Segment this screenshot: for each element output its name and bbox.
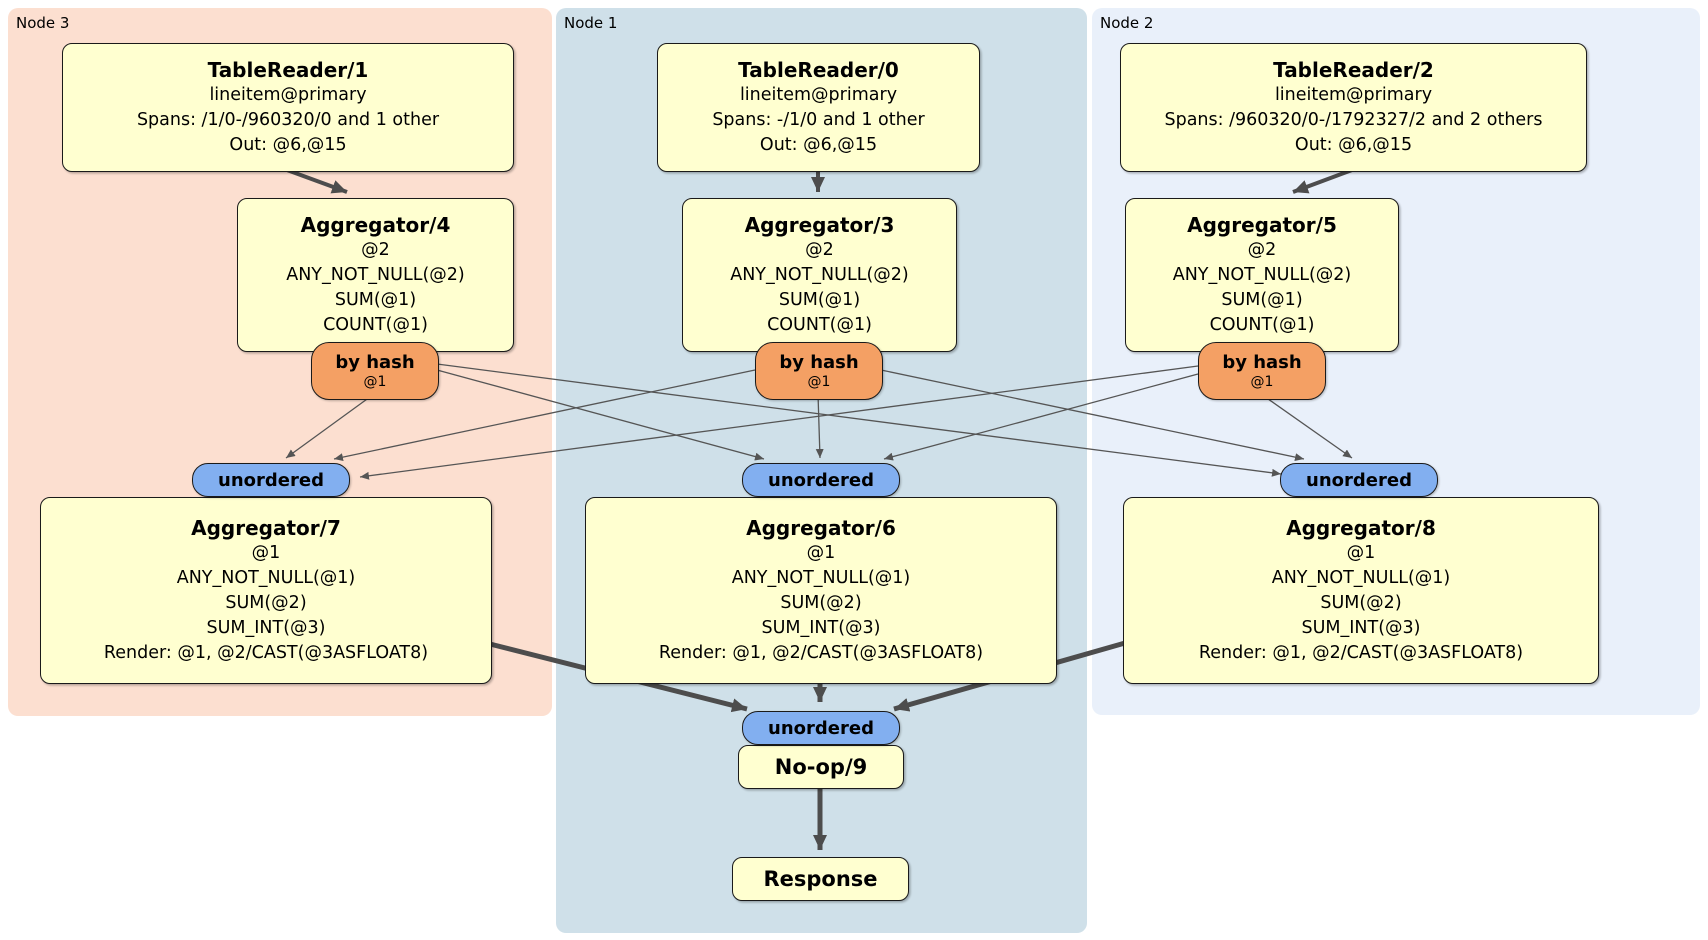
router-label: by hash <box>1222 352 1302 373</box>
router-label: by hash <box>779 352 859 373</box>
edge-hash1-sync3 <box>333 369 756 462</box>
edge-hash2-sync1 <box>883 373 1199 461</box>
node-title: Response <box>763 867 878 891</box>
node-aggregator-6: Aggregator/6 @1 ANY_NOT_NULL(@1) SUM(@2)… <box>585 497 1057 684</box>
node-detail: SUM(@2) <box>1320 593 1402 613</box>
node-title: Aggregator/3 <box>744 213 895 237</box>
node-detail: Out: @6,@15 <box>229 135 347 155</box>
edge-hash3-sync1 <box>436 369 765 461</box>
node-detail: ANY_NOT_NULL(@2) <box>1172 265 1352 285</box>
node-tablereader-2: TableReader/2 lineitem@primary Spans: /9… <box>1120 43 1587 172</box>
node-detail: SUM(@1) <box>334 290 417 310</box>
edge-tr2-agg5 <box>1292 168 1353 194</box>
sync-label: unordered <box>1306 469 1412 491</box>
node-detail: Render: @1, @2/CAST(@3ASFLOAT8) <box>103 643 429 663</box>
region-label-node3: Node 3 <box>16 14 70 32</box>
node-detail: Spans: -/1/0 and 1 other <box>712 110 925 130</box>
router-column: @1 <box>807 374 831 390</box>
edge-tr1-agg4 <box>286 168 348 194</box>
edge-hash2-sync3 <box>359 365 1199 480</box>
sync-unordered-node3: unordered <box>192 463 350 497</box>
node-title: No-op/9 <box>774 755 868 779</box>
node-detail: COUNT(@1) <box>323 315 428 335</box>
node-detail: Out: @6,@15 <box>759 135 878 155</box>
node-title: TableReader/1 <box>207 58 369 82</box>
node-title: TableReader/2 <box>1273 58 1434 82</box>
node-detail: @2 <box>361 240 390 260</box>
node-detail: Spans: /1/0-/960320/0 and 1 other <box>136 110 440 130</box>
sync-label: unordered <box>218 469 324 491</box>
node-detail: lineitem@primary <box>209 85 367 105</box>
node-title: Aggregator/8 <box>1286 516 1436 540</box>
node-title: Aggregator/7 <box>191 516 341 540</box>
node-detail: SUM_INT(@3) <box>761 618 881 638</box>
node-detail: @2 <box>805 240 834 260</box>
node-detail: ANY_NOT_NULL(@1) <box>1271 568 1451 588</box>
edge-hash1-sync1 <box>815 393 824 459</box>
node-detail: @1 <box>1346 543 1376 563</box>
node-aggregator-8: Aggregator/8 @1 ANY_NOT_NULL(@1) SUM(@2)… <box>1123 497 1599 684</box>
node-title: TableReader/0 <box>738 58 899 82</box>
node-title: Aggregator/5 <box>1187 213 1337 237</box>
node-detail: ANY_NOT_NULL(@1) <box>731 568 911 588</box>
edge-hash2-sync2 <box>1260 393 1353 459</box>
node-detail: ANY_NOT_NULL(@2) <box>286 265 465 285</box>
node-aggregator-3: Aggregator/3 @2 ANY_NOT_NULL(@2) SUM(@1)… <box>682 198 957 352</box>
node-title: Aggregator/4 <box>300 213 451 237</box>
node-title: Aggregator/6 <box>746 516 896 540</box>
sync-unordered-final: unordered <box>742 711 900 745</box>
router-by-hash-node3: by hash @1 <box>311 342 439 400</box>
node-detail: SUM(@2) <box>225 593 307 613</box>
node-detail: ANY_NOT_NULL(@2) <box>730 265 909 285</box>
node-noop-9: No-op/9 <box>738 745 904 789</box>
node-detail: SUM_INT(@3) <box>206 618 326 638</box>
node-detail: @2 <box>1247 240 1277 260</box>
sync-label: unordered <box>768 469 874 491</box>
node-detail: Spans: /960320/0-/1792327/2 and 2 others <box>1164 110 1543 130</box>
node-tablereader-0: TableReader/0 lineitem@primary Spans: -/… <box>657 43 980 172</box>
node-aggregator-4: Aggregator/4 @2 ANY_NOT_NULL(@2) SUM(@1)… <box>237 198 514 352</box>
node-tablereader-1: TableReader/1 lineitem@primary Spans: /1… <box>62 43 514 172</box>
node-detail: COUNT(@1) <box>1209 315 1315 335</box>
node-detail: SUM(@2) <box>780 593 862 613</box>
node-detail: Render: @1, @2/CAST(@3ASFLOAT8) <box>1198 643 1524 663</box>
node-detail: @1 <box>251 543 281 563</box>
node-detail: SUM_INT(@3) <box>1301 618 1421 638</box>
sync-unordered-node2: unordered <box>1280 463 1438 497</box>
router-label: by hash <box>335 352 415 373</box>
node-detail: Render: @1, @2/CAST(@3ASFLOAT8) <box>658 643 984 663</box>
region-label-node1: Node 1 <box>564 14 618 32</box>
node-aggregator-5: Aggregator/5 @2 ANY_NOT_NULL(@2) SUM(@1)… <box>1125 198 1399 352</box>
edge-hash1-sync2 <box>880 369 1305 462</box>
node-detail: SUM(@1) <box>778 290 861 310</box>
node-detail: SUM(@1) <box>1221 290 1303 310</box>
router-by-hash-node2: by hash @1 <box>1198 342 1326 400</box>
router-column: @1 <box>363 374 387 390</box>
node-detail: ANY_NOT_NULL(@1) <box>176 568 356 588</box>
node-aggregator-7: Aggregator/7 @1 ANY_NOT_NULL(@1) SUM(@2)… <box>40 497 492 684</box>
node-detail: lineitem@primary <box>1274 85 1433 105</box>
sync-unordered-node1: unordered <box>742 463 900 497</box>
region-label-node2: Node 2 <box>1100 14 1154 32</box>
node-detail: @1 <box>806 543 836 563</box>
edge-hash3-sync3 <box>285 393 375 459</box>
node-response: Response <box>732 857 909 901</box>
router-by-hash-node1: by hash @1 <box>755 342 883 400</box>
node-detail: COUNT(@1) <box>767 315 872 335</box>
node-detail: Out: @6,@15 <box>1294 135 1413 155</box>
sync-label: unordered <box>768 717 874 739</box>
router-column: @1 <box>1250 374 1274 390</box>
node-detail: lineitem@primary <box>739 85 898 105</box>
edge-hash3-sync2 <box>436 363 1282 477</box>
